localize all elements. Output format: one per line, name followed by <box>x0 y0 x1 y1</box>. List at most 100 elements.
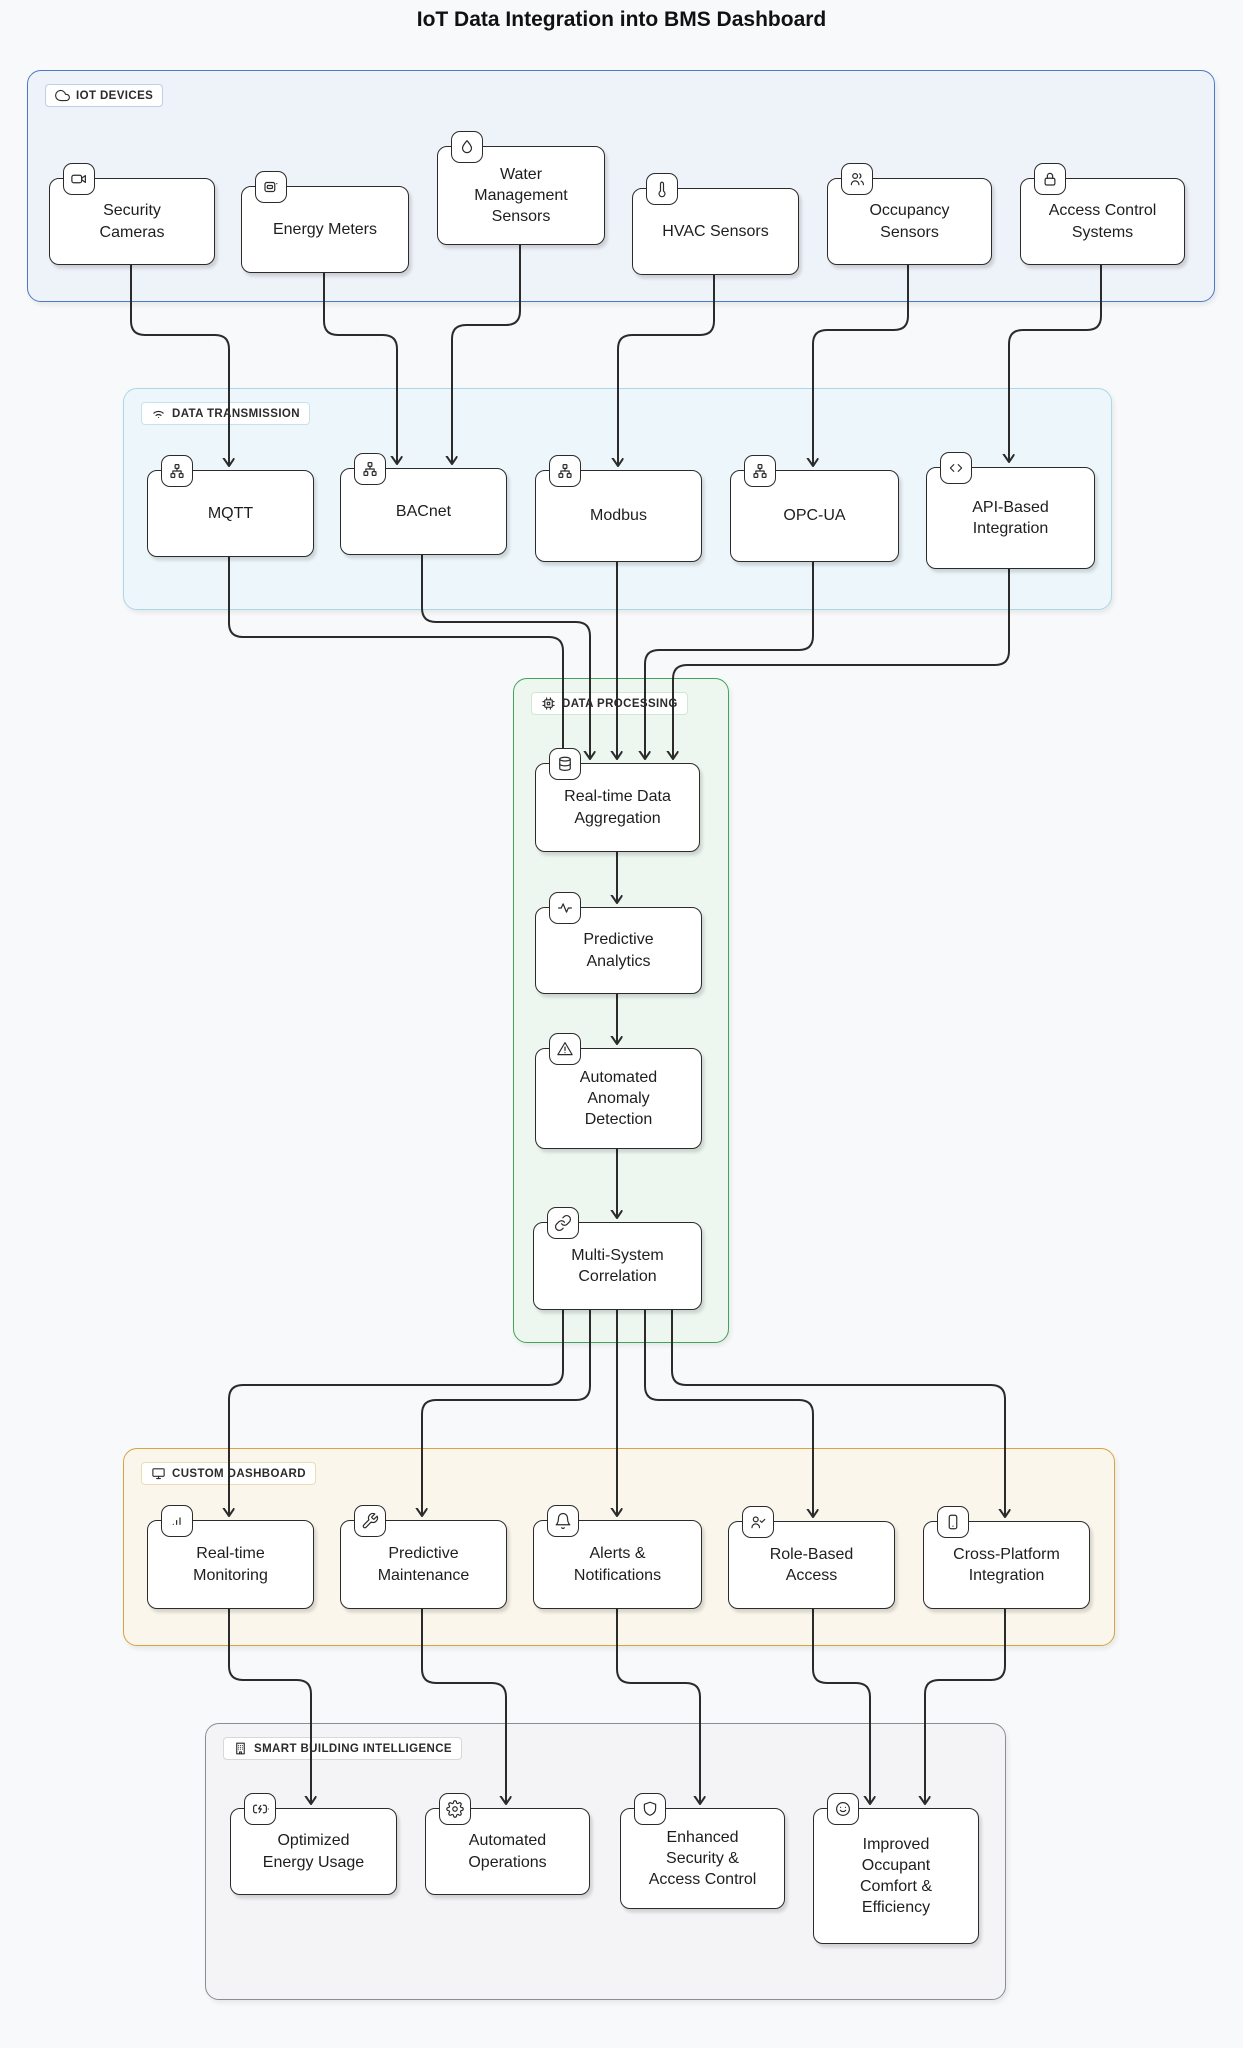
link-icon <box>547 1207 579 1239</box>
node-opc-ua: OPC-UA <box>730 455 899 562</box>
battery-charging-icon <box>244 1793 276 1825</box>
activity-icon <box>549 892 581 924</box>
edge-energy-meters-to-bacnet <box>323 271 397 464</box>
section-label-text: DATA TRANSMISSION <box>172 407 300 420</box>
node-label: Real-time Data Aggregation <box>564 788 671 827</box>
edge-alerts-to-enhanced-security <box>616 1607 700 1804</box>
node-improved-occupant-comfort-efficiency: Improved Occupant Comfort & Efficiency <box>813 1793 979 1944</box>
node-access-control-systems: Access Control Systems <box>1020 163 1185 265</box>
edge-cross-platform-to-improved-occupant <box>925 1607 1006 1804</box>
edge-water-management-to-bacnet <box>452 243 521 464</box>
section-iot-devices: IOT DEVICES <box>27 70 1215 302</box>
edge-role-based-to-improved-occupant <box>812 1607 870 1804</box>
node-label: MQTT <box>207 504 254 522</box>
node-label: API-Based Integration <box>972 498 1049 537</box>
user-check-icon <box>742 1506 774 1538</box>
node-label: Modbus <box>590 507 647 525</box>
edge-occupancy-to-opcua <box>813 263 909 466</box>
edge-hvac-to-modbus <box>618 273 715 466</box>
node-water-management-sensors: Water Management Sensors <box>437 131 605 245</box>
shield-icon <box>634 1793 666 1825</box>
section-label-iot-devices: IOT DEVICES <box>45 84 164 107</box>
droplet-icon <box>451 131 483 163</box>
network-icon <box>549 455 581 487</box>
network-icon <box>161 455 193 487</box>
bar-chart-icon <box>161 1505 193 1537</box>
node-label: Real-time Monitoring <box>193 1545 268 1584</box>
thermometer-icon <box>646 173 678 205</box>
node-label: Multi-System Correlation <box>571 1246 664 1285</box>
node-label: HVAC Sensors <box>662 222 769 240</box>
node-label: Predictive Analytics <box>583 931 654 970</box>
node-label: Occupancy Sensors <box>869 202 950 241</box>
node-label: Alerts & Notifications <box>573 1545 662 1584</box>
node-energy-meters: Energy Meters <box>241 171 409 273</box>
node-security-cameras: Security Cameras <box>49 163 215 265</box>
edge-api-to-aggregation <box>673 567 1010 759</box>
wrench-icon <box>354 1505 386 1537</box>
node-hvac-sensors: HVAC Sensors <box>632 173 799 275</box>
node-automated-operations: Automated Operations <box>425 1793 590 1895</box>
edge-bacnet-to-aggregation <box>421 553 590 759</box>
gear-icon <box>439 1793 471 1825</box>
code-icon <box>940 452 972 484</box>
node-real-time-monitoring: Real-time Monitoring <box>147 1505 314 1609</box>
edge-monitoring-to-optimized-energy <box>228 1607 311 1804</box>
node-label: Security Cameras <box>99 202 165 241</box>
node-cross-platform-integration: Cross-Platform Integration <box>923 1506 1090 1609</box>
edge-security-cameras-to-mqtt <box>130 263 229 466</box>
edge-multi-system-to-maintenance <box>422 1308 591 1516</box>
node-label: Predictive Maintenance <box>377 1545 470 1584</box>
node-occupancy-sensors: Occupancy Sensors <box>827 163 992 265</box>
node-role-based-access: Role-Based Access <box>728 1506 895 1609</box>
lock-icon <box>1034 163 1066 195</box>
node-label: Cross-Platform Integration <box>953 1545 1060 1584</box>
section-label-text: IOT DEVICES <box>76 89 154 102</box>
bell-icon <box>547 1505 579 1537</box>
node-predictive-analytics: Predictive Analytics <box>535 892 702 994</box>
node-mqtt: MQTT <box>147 455 314 557</box>
tablet-icon <box>937 1506 969 1538</box>
section-label-text: CUSTOM DASHBOARD <box>172 1467 306 1480</box>
section-label-smart-building-intelligence: SMART BUILDING INTELLIGENCE <box>223 1737 462 1760</box>
edge-access-control-to-api <box>1009 263 1102 462</box>
edge-maintenance-to-automated-ops <box>421 1607 506 1804</box>
node-label: Role-Based Access <box>769 1545 854 1584</box>
node-label: Automated Anomaly Detection <box>579 1068 658 1129</box>
node-modbus: Modbus <box>535 455 702 562</box>
node-bacnet: BACnet <box>340 453 507 555</box>
node-real-time-data-aggregation: Real-time Data Aggregation <box>535 748 700 852</box>
node-alerts-notifications: Alerts & Notifications <box>533 1505 702 1609</box>
node-optimized-energy-usage: Optimized Energy Usage <box>230 1793 397 1895</box>
smiley-icon <box>827 1793 859 1825</box>
alert-triangle-icon <box>549 1033 581 1065</box>
edge-multi-system-to-cross-platform <box>671 1308 1005 1517</box>
edge-mqtt-to-aggregation <box>228 555 563 759</box>
edge-multi-system-to-monitoring <box>229 1308 564 1516</box>
database-icon <box>549 748 581 780</box>
node-api-based-integration: API-Based Integration <box>926 452 1095 569</box>
video-camera-icon <box>63 163 95 195</box>
node-predictive-maintenance: Predictive Maintenance <box>340 1505 507 1609</box>
node-multi-system-correlation: Multi-System Correlation <box>533 1207 702 1310</box>
node-label: Access Control Systems <box>1048 202 1157 241</box>
edge-multi-system-to-role-based <box>644 1308 813 1517</box>
section-label-data-transmission: DATA TRANSMISSION <box>141 402 310 425</box>
people-icon <box>841 163 873 195</box>
node-label: Water Management Sensors <box>474 165 568 226</box>
edge-opcua-to-aggregation <box>645 560 814 759</box>
node-label: BACnet <box>395 502 452 520</box>
network-icon <box>354 453 386 485</box>
node-label: Energy Meters <box>272 220 378 238</box>
node-label: OPC-UA <box>783 507 846 525</box>
section-label-text: SMART BUILDING INTELLIGENCE <box>254 1742 452 1755</box>
node-label: Optimized Energy Usage <box>262 1832 365 1871</box>
node-label: Automated Operations <box>468 1832 547 1871</box>
diagram-title: IoT Data Integration into BMS Dashboard <box>416 8 827 31</box>
node-label: Enhanced Security & Access Control <box>648 1828 757 1889</box>
meter-icon <box>255 171 287 203</box>
network-icon <box>744 455 776 487</box>
node-enhanced-security-access-control: Enhanced Security & Access Control <box>620 1793 785 1909</box>
